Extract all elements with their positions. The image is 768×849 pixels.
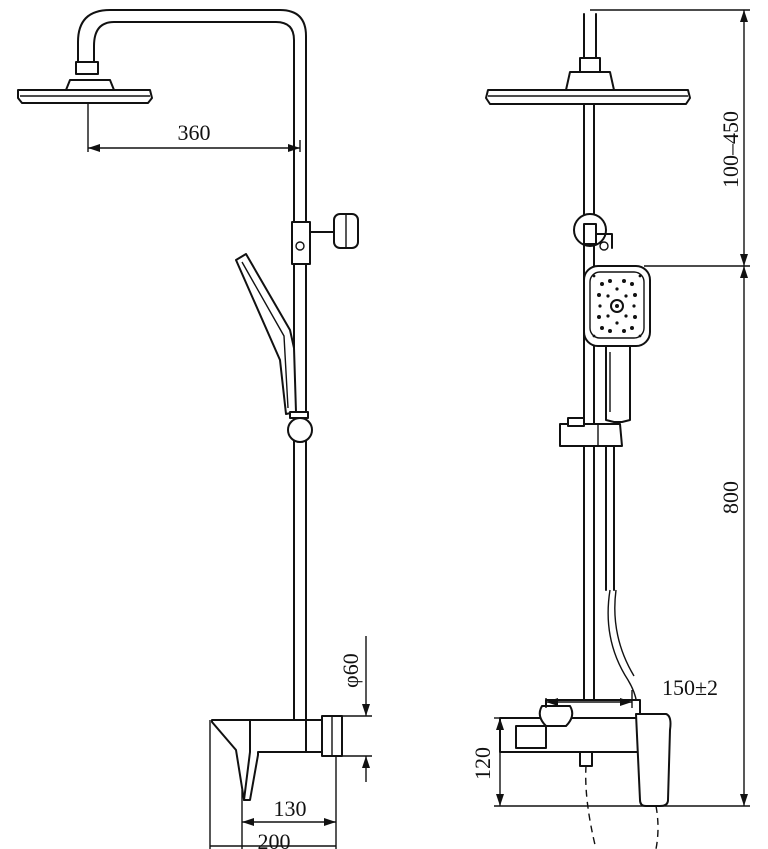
side-valve-body xyxy=(211,719,307,801)
dim-inlet-centers: 150±2 xyxy=(662,675,718,700)
front-outlet xyxy=(579,751,593,767)
side-view: 360 φ60 130 200 xyxy=(17,9,372,849)
front-view: 150±2 120 100–450 800 xyxy=(470,9,750,849)
side-head-connector xyxy=(75,61,99,75)
front-shower-head xyxy=(485,89,691,105)
dim-slide-height: 800 xyxy=(718,481,743,514)
dim-arm-reach: 360 xyxy=(178,120,211,145)
dim-valve-depth: 130 xyxy=(274,796,307,821)
dim-valve-height: 120 xyxy=(470,747,495,780)
side-slider-knob xyxy=(287,417,313,443)
spray-nozzles xyxy=(592,274,642,338)
side-hand-shower xyxy=(235,253,297,415)
dim-head-height-range: 100–450 xyxy=(718,111,743,188)
front-slider xyxy=(559,423,623,447)
dim-overall-depth: 200 xyxy=(258,829,291,849)
side-arm-pipe xyxy=(77,9,307,721)
front-hand-shower-handle xyxy=(605,345,631,423)
side-diverter-bracket xyxy=(291,221,311,265)
dim-pipe-diameter: φ60 xyxy=(338,653,363,688)
